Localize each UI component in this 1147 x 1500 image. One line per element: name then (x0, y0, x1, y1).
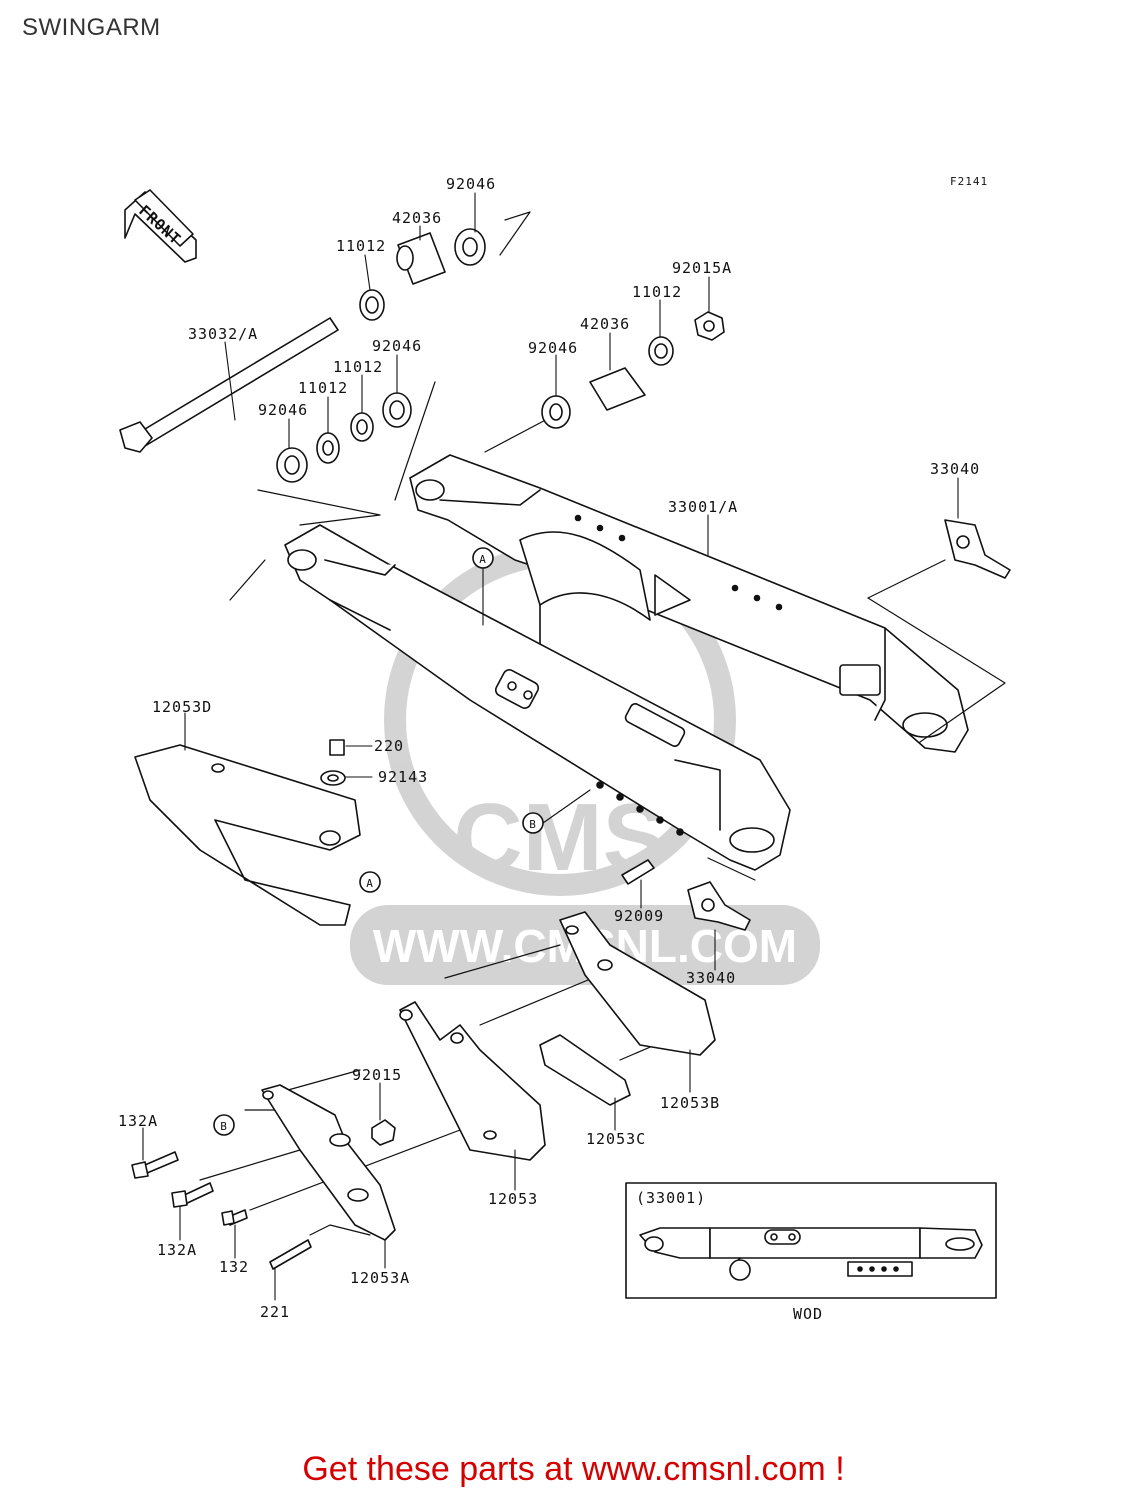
small-parts (119, 228, 1011, 1270)
part-label-p27: 12053A (350, 1269, 410, 1287)
part-label-p10: 11012 (333, 358, 383, 376)
part-label-p23: 132A (118, 1112, 158, 1130)
front-arrow-icon: FRONT (124, 189, 197, 263)
collar-42036-right (589, 367, 646, 411)
collar-42036-top (397, 232, 446, 285)
part-label-p21: 12053B (660, 1094, 720, 1112)
ref-marker-a-2: A (366, 877, 374, 890)
part-label-p11: 11012 (298, 379, 348, 397)
part-label-p22: 12053C (586, 1130, 646, 1148)
part-label-p8: 33032/A (188, 325, 258, 343)
part-label-p7: 92046 (528, 339, 578, 357)
guide-plate-12053B (559, 911, 716, 1056)
guide-pad-12053C (539, 1034, 631, 1106)
part-label-p18: 92009 (614, 907, 664, 925)
part-label-p26: 132 (219, 1258, 249, 1276)
ref-marker-a-1: A (479, 553, 487, 566)
part-label-p3: 11012 (336, 237, 386, 255)
chain-adjuster-bottom (687, 881, 751, 931)
part-label-p19: 33040 (686, 969, 736, 987)
part-label-p17: 92143 (378, 768, 428, 786)
part-label-p24: 12053 (488, 1190, 538, 1208)
ref-markers: A A B B (213, 547, 544, 1136)
inset-caption: WOD (793, 1305, 823, 1323)
part-label-p4: 92015A (672, 259, 732, 277)
leader-lines (142, 192, 959, 1301)
ref-marker-b-1: B (529, 818, 537, 831)
swingarm-body (284, 454, 969, 871)
part-label-p14: 33001/A (668, 498, 738, 516)
part-label-p12: 92046 (258, 401, 308, 419)
part-label-p20: 92015 (352, 1066, 402, 1084)
part-label-p28: 221 (260, 1303, 290, 1321)
part-label-p2: 42036 (392, 209, 442, 227)
part-label-p13: 33040 (930, 460, 980, 478)
part-label-p5: 11012 (632, 283, 682, 301)
inset-33001: (33001) WOD (625, 1182, 997, 1323)
figure-code: F2141 (950, 175, 988, 188)
ref-marker-b-2: B (220, 1120, 228, 1133)
bolt-220 (329, 739, 345, 756)
inset-label: (33001) (636, 1189, 706, 1207)
bolt-92009 (621, 859, 655, 885)
chain-slider-12053D (134, 744, 361, 926)
part-label-p9: 92046 (372, 337, 422, 355)
promo-link[interactable]: Get these parts at www.cmsnl.com ! (302, 1450, 845, 1488)
part-label-p6: 42036 (580, 315, 630, 333)
part-label-p1: 92046 (446, 175, 496, 193)
guide-12053 (399, 1001, 546, 1161)
part-label-p15: 12053D (152, 698, 212, 716)
part-label-p16: 220 (374, 737, 404, 755)
guide-lines (199, 211, 1006, 1236)
part-labels: 92046 42036 11012 92015A 11012 42036 920… (118, 175, 980, 1321)
screw-221 (269, 1239, 312, 1270)
nut-92015 (371, 1119, 396, 1146)
chain-adjuster-top (944, 519, 1011, 579)
part-label-p25: 132A (157, 1241, 197, 1259)
page-title: SWINGARM (22, 14, 161, 41)
